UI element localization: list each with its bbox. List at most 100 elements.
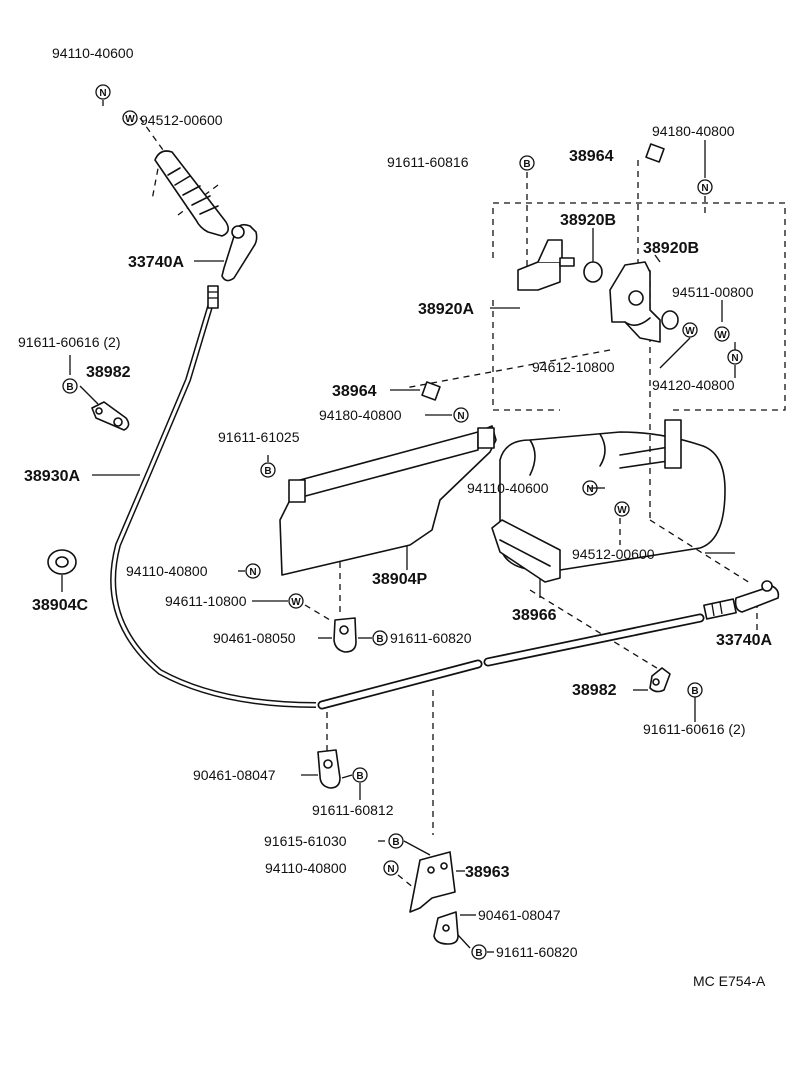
washer-symbol: W	[288, 593, 304, 609]
rubber-boot-drawing	[154, 150, 230, 237]
bolt-symbol: B	[687, 682, 703, 698]
grommet-38904c-drawing	[47, 549, 77, 575]
washer-symbol: W	[714, 326, 730, 342]
part-label-94110-40600: 94110-40600	[467, 480, 549, 496]
part-label-94512-00600: 94512-00600	[572, 546, 655, 562]
bolt-symbol: B	[260, 462, 276, 478]
cable-end-fitting-right	[734, 580, 780, 613]
part-label-94511-00800: 94511-00800	[672, 284, 754, 300]
bracket-38920a-drawing	[517, 239, 575, 291]
pump-body-drawing	[499, 419, 726, 572]
part-label-38964: 38964	[569, 148, 614, 165]
svg-text:W: W	[717, 330, 727, 341]
svg-text:W: W	[617, 505, 627, 516]
svg-text:N: N	[457, 411, 464, 422]
part-label-91611-60616: 91611-60616 (2)	[18, 334, 120, 350]
nut-symbol: N	[95, 84, 111, 100]
leader-lines	[61, 100, 758, 953]
part-label-38966: 38966	[512, 607, 557, 624]
clamp-38982-left-drawing	[91, 401, 130, 431]
part-label-38920a: 38920A	[418, 301, 474, 318]
lever-38920b-drawing	[609, 261, 661, 343]
part-label-33740a: 33740A	[716, 632, 772, 649]
bolt-symbol: B	[519, 155, 535, 171]
part-label-33740a: 33740A	[128, 254, 184, 271]
assembly-box-38920	[492, 202, 786, 411]
nut-symbol: N	[582, 480, 598, 496]
washer-symbol: W	[682, 322, 698, 338]
part-label-38930a: 38930A	[24, 468, 80, 485]
washer-symbol: W	[614, 501, 630, 517]
assembly-small-parts	[421, 143, 679, 401]
part-label-94120-40800: 94120-40800	[652, 377, 735, 393]
part-label-90461-08047: 90461-08047	[478, 907, 561, 923]
svg-text:N: N	[99, 88, 106, 99]
bolt-symbol: B	[352, 767, 368, 783]
part-label-38920b: 38920B	[643, 240, 699, 257]
bolt-symbol: B	[372, 630, 388, 646]
svg-text:N: N	[731, 353, 738, 364]
part-label-38904c: 38904C	[32, 597, 88, 614]
svg-text:W: W	[125, 114, 135, 125]
part-label-38982: 38982	[572, 682, 617, 699]
svg-text:B: B	[691, 686, 698, 697]
svg-text:B: B	[523, 159, 530, 170]
part-label-94512-00600: 94512-00600	[140, 112, 223, 128]
part-label-94612-10800: 94612-10800	[532, 359, 615, 375]
nut-symbol: N	[245, 563, 261, 579]
bolt-symbol: B	[388, 833, 404, 849]
clip-90461-08050-drawing	[333, 617, 357, 653]
hardware-symbols: N W B B N W N W N B N W N W B B B B N B	[62, 84, 743, 960]
part-label-91611-60812: 91611-60812	[312, 802, 394, 818]
part-label-38904p: 38904P	[372, 571, 427, 588]
clip-90461-08047-lower-drawing	[433, 911, 459, 945]
part-label-91615-61030: 91615-61030	[264, 833, 347, 849]
part-label-94611-10800: 94611-10800	[165, 593, 247, 609]
part-label-90461-08047: 90461-08047	[193, 767, 276, 783]
part-label-91611-60820: 91611-60820	[390, 630, 472, 646]
part-label-38963: 38963	[465, 864, 510, 881]
bolt-symbol: B	[471, 944, 487, 960]
nut-symbol: N	[697, 179, 713, 195]
part-label-94110-40800: 94110-40800	[126, 563, 208, 579]
part-label-94110-40800: 94110-40800	[265, 860, 347, 876]
washer-symbol: W	[122, 110, 138, 126]
svg-text:W: W	[291, 597, 301, 608]
bracket-38963-drawing	[409, 851, 456, 913]
cable-38930a-drawing	[110, 285, 317, 708]
svg-text:B: B	[264, 466, 271, 477]
part-label-91611-60816: 91611-60816	[387, 154, 469, 170]
part-label-90461-08050: 90461-08050	[213, 630, 296, 646]
part-label-94180-40800: 94180-40800	[652, 123, 735, 139]
bolt-symbol: B	[62, 378, 78, 394]
svg-text:N: N	[586, 484, 593, 495]
part-label-94180-40800: 94180-40800	[319, 407, 402, 423]
nut-symbol: N	[453, 407, 469, 423]
part-label-38982: 38982	[86, 364, 131, 381]
part-label-38964: 38964	[332, 383, 377, 400]
svg-text:B: B	[475, 948, 482, 959]
bracket-38904p-drawing	[279, 425, 497, 576]
svg-text:B: B	[356, 771, 363, 782]
svg-text:N: N	[249, 567, 256, 578]
nut-symbol: N	[383, 860, 399, 876]
cable-center-drawing	[317, 598, 737, 710]
nut-symbol: N	[727, 349, 743, 365]
part-label-91611-61025: 91611-61025	[218, 429, 300, 445]
svg-text:B: B	[66, 382, 73, 393]
clamp-38982-right-drawing	[649, 667, 671, 693]
clip-90461-08047-mid-drawing	[317, 749, 341, 789]
bracket-38966-drawing	[491, 519, 561, 583]
svg-text:N: N	[387, 864, 394, 875]
svg-text:W: W	[685, 326, 695, 337]
svg-text:N: N	[701, 183, 708, 194]
part-label-91611-60820: 91611-60820	[496, 944, 578, 960]
part-label-91611-60616: 91611-60616 (2)	[643, 721, 745, 737]
part-label-38920b: 38920B	[560, 212, 616, 229]
svg-text:B: B	[392, 837, 399, 848]
part-labels: 94110-40600 94512-00600 33740A 91611-606…	[18, 45, 772, 989]
cable-end-fitting-top	[221, 223, 258, 282]
svg-text:B: B	[376, 634, 383, 645]
